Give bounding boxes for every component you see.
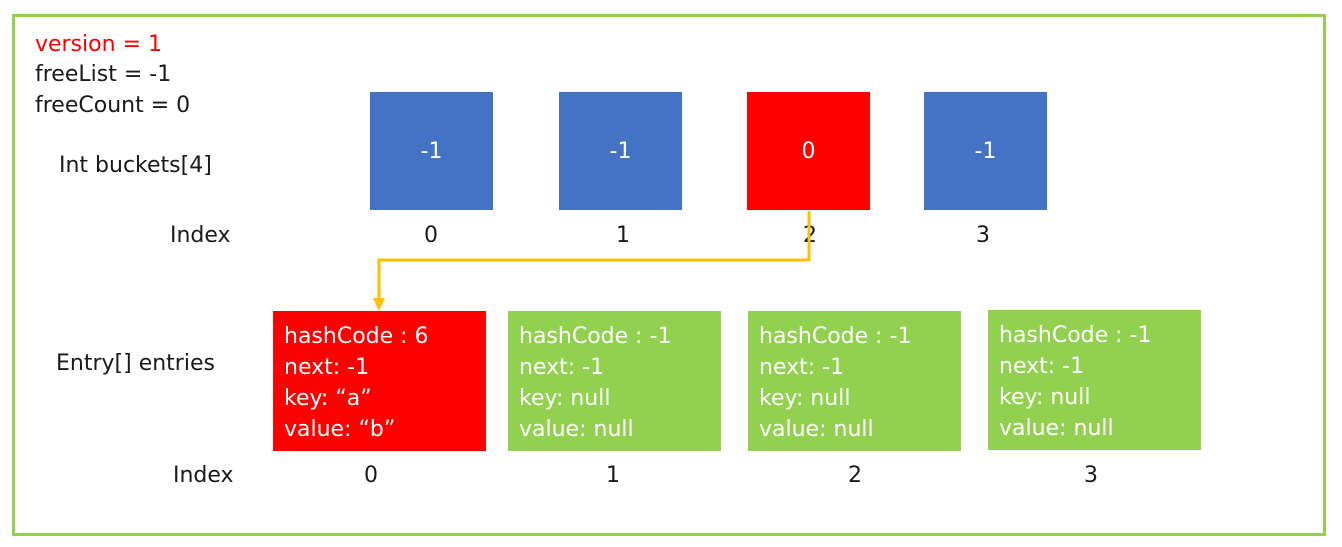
entry-hashcode: hashCode : -1 bbox=[759, 324, 912, 349]
entry-index: 2 bbox=[848, 463, 862, 488]
entry-index-label: Index bbox=[173, 463, 234, 488]
entry-next: next: -1 bbox=[759, 355, 845, 380]
entry-box: hashCode : -1 next: -1 key: null value: … bbox=[508, 311, 721, 451]
bucket-index: 1 bbox=[616, 223, 630, 248]
entry-box: hashCode : 6 next: -1 key: “a” value: “b… bbox=[273, 311, 486, 451]
entry-index: 1 bbox=[606, 463, 620, 488]
entry-value: value: null bbox=[999, 416, 1114, 441]
bucket-box: 0 bbox=[747, 92, 870, 210]
bucket-value: -1 bbox=[420, 138, 443, 164]
entries-row-label: Entry[] entries bbox=[56, 351, 215, 376]
entry-hashcode: hashCode : 6 bbox=[284, 324, 429, 349]
entry-index: 0 bbox=[364, 463, 378, 488]
entry-key: key: null bbox=[759, 386, 851, 411]
bucket-value: -1 bbox=[609, 138, 632, 164]
bucket-value: -1 bbox=[974, 138, 997, 164]
freelist-label: freeList = -1 bbox=[35, 62, 172, 87]
entry-key: key: null bbox=[999, 385, 1091, 410]
bucket-index: 3 bbox=[976, 223, 990, 248]
entry-value: value: null bbox=[759, 417, 874, 442]
entry-key: key: null bbox=[519, 386, 611, 411]
diagram-frame bbox=[12, 14, 1326, 536]
buckets-row-label: Int buckets[4] bbox=[59, 153, 212, 178]
bucket-index-label: Index bbox=[170, 223, 231, 248]
version-label: version = 1 bbox=[35, 32, 162, 57]
entry-hashcode: hashCode : -1 bbox=[519, 324, 672, 349]
bucket-box: -1 bbox=[370, 92, 493, 210]
entry-value: value: null bbox=[519, 417, 634, 442]
bucket-box: -1 bbox=[559, 92, 682, 210]
entry-box: hashCode : -1 next: -1 key: null value: … bbox=[748, 311, 961, 451]
entry-index: 3 bbox=[1084, 463, 1098, 488]
entry-next: next: -1 bbox=[999, 354, 1085, 379]
bucket-box: -1 bbox=[924, 92, 1047, 210]
entry-next: next: -1 bbox=[284, 355, 370, 380]
entry-value: value: “b” bbox=[284, 417, 396, 442]
freecount-label: freeCount = 0 bbox=[35, 93, 191, 118]
bucket-index: 0 bbox=[424, 223, 438, 248]
entry-hashcode: hashCode : -1 bbox=[999, 323, 1152, 348]
entry-key: key: “a” bbox=[284, 386, 372, 411]
bucket-value: 0 bbox=[801, 138, 816, 164]
entry-next: next: -1 bbox=[519, 355, 605, 380]
entry-box: hashCode : -1 next: -1 key: null value: … bbox=[988, 310, 1201, 450]
